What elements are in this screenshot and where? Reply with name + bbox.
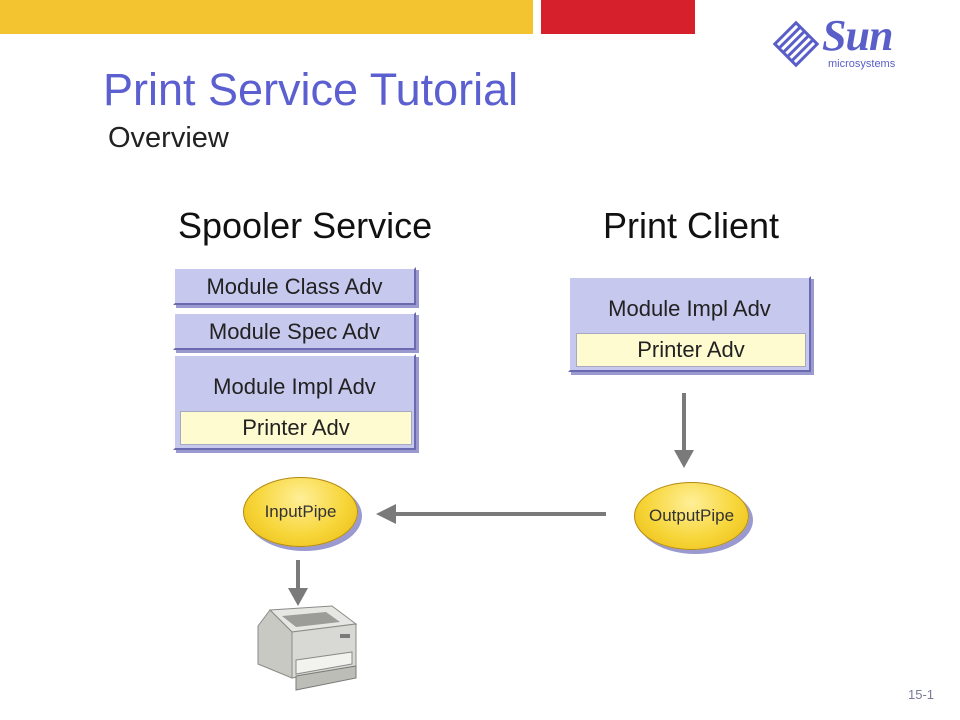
- module-class-adv-label: Module Class Adv: [206, 274, 383, 299]
- print-client-heading: Print Client: [603, 205, 780, 246]
- output-pipe: OutputPipe: [634, 482, 749, 550]
- sun-logo-icon: [772, 20, 820, 68]
- slide-subtitle: Overview: [108, 122, 229, 154]
- logo-wordmark: Sun: [822, 11, 893, 60]
- spooler-module-class-adv: Module Class Adv: [173, 267, 416, 305]
- client-printer-adv: Printer Adv: [576, 333, 806, 367]
- arrowhead-left-inputpipe: [376, 504, 396, 524]
- spooler-service-heading: Spooler Service: [178, 205, 433, 246]
- input-pipe: InputPipe: [243, 477, 358, 547]
- printer-icon: [257, 605, 358, 691]
- module-impl-adv-label: Module Impl Adv: [608, 296, 771, 321]
- page-number: 15-1: [908, 687, 935, 702]
- spooler-module-spec-adv: Module Spec Adv: [173, 312, 416, 350]
- header-bar-yellow: [0, 0, 533, 34]
- module-impl-adv-label: Module Impl Adv: [213, 374, 376, 399]
- arrowhead-down-outputpipe: [674, 450, 694, 468]
- spooler-printer-adv: Printer Adv: [180, 411, 412, 445]
- spooler-module-impl-adv: Module Impl Adv Printer Adv: [173, 354, 416, 450]
- module-spec-adv-label: Module Spec Adv: [208, 319, 381, 344]
- slide-title: Print Service Tutorial: [103, 64, 519, 115]
- logo-tagline: microsystems: [828, 58, 896, 70]
- client-module-impl-adv: Module Impl Adv Printer Adv: [568, 276, 811, 372]
- header-bar-red: [541, 0, 695, 34]
- arrowhead-down-printer: [288, 588, 308, 606]
